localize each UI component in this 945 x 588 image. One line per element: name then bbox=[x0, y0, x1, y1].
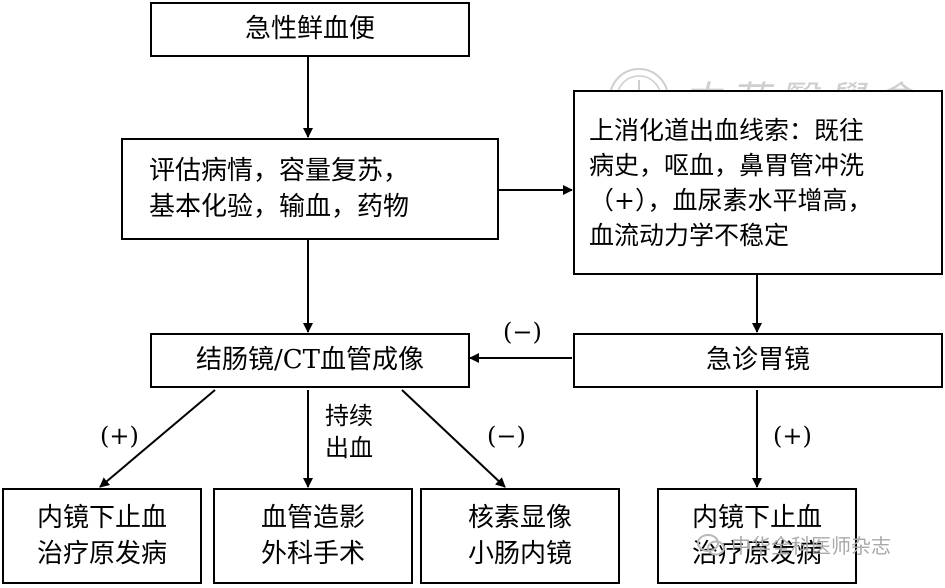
node-nuclear-small-bowel: 核素显像 小肠内镜 bbox=[420, 488, 620, 584]
clues-line-1: 上消化道出血线索：既往 bbox=[589, 115, 865, 145]
label-minus-to-colonoscopy: (−) bbox=[503, 318, 542, 346]
node-assess-resuscitate: 评估病情，容量复苏， 基本化验，输血，药物 bbox=[121, 138, 499, 240]
watermark-bottom-text: 中华全科医师杂志 bbox=[731, 534, 891, 558]
watermark-bottom: 中华全科医师杂志 bbox=[697, 530, 891, 559]
node-angiography-surgery: 血管造影 外科手术 bbox=[213, 488, 413, 584]
node-endo-hemostasis-left: 内镜下止血 治疗原发病 bbox=[2, 488, 202, 584]
clues-line-2: 病史，呕血，鼻胃管冲洗 bbox=[589, 150, 865, 180]
arrow-colonoscopy-to-left bbox=[99, 389, 216, 488]
assess-line-2: 基本化验，输血，药物 bbox=[149, 192, 410, 222]
node-acute-hematochezia: 急性鲜血便 bbox=[150, 2, 470, 57]
label-continuous-bleeding: 持续 出血 bbox=[325, 402, 373, 463]
clues-line-4: 血流动力学不稳定 bbox=[589, 220, 790, 250]
arrow-colonoscopy-to-nuclear bbox=[401, 389, 506, 488]
node-endo-hemostasis-right: 内镜下止血 治疗原发病 bbox=[657, 488, 857, 584]
label-minus-middle: (−) bbox=[487, 422, 526, 450]
node-emergency-gastroscopy: 急诊胃镜 bbox=[573, 333, 943, 388]
label-plus-left: (+) bbox=[100, 422, 139, 450]
wechat-icon bbox=[697, 533, 725, 555]
node-colonoscopy-cta: 结肠镜/CT血管成像 bbox=[150, 333, 470, 388]
assess-line-1: 评估病情，容量复苏， bbox=[149, 155, 410, 186]
node-upper-gi-clues: 上消化道出血线索：既往 病史，呕血，鼻胃管冲洗 （+），血尿素水平增高， 血流动… bbox=[573, 90, 943, 275]
label-plus-right: (+) bbox=[773, 422, 812, 450]
clues-line-3: （+），血尿素水平增高， bbox=[589, 185, 873, 215]
